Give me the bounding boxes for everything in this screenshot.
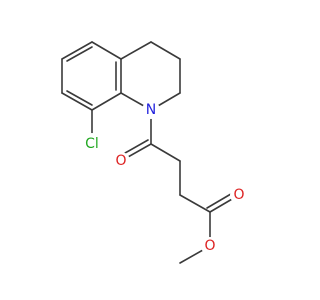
bond <box>179 194 211 213</box>
nitrogen-atom: N <box>142 101 160 119</box>
molecule-diagram: N Cl O O O <box>0 0 300 300</box>
bond <box>91 92 122 111</box>
background <box>0 0 300 300</box>
bond <box>61 92 93 111</box>
svg-text:O: O <box>115 153 126 169</box>
chlorine-atom: Cl <box>81 133 103 155</box>
ketone-oxygen-atom: O <box>112 152 130 170</box>
ester-oxygen-atom: O <box>201 237 219 255</box>
bond <box>150 143 181 162</box>
svg-text:Cl: Cl <box>85 136 99 152</box>
atom-labels: N Cl O O O <box>81 101 248 255</box>
svg-text:O: O <box>233 187 244 203</box>
bond <box>66 46 93 62</box>
svg-text:O: O <box>204 238 215 254</box>
carbonyl-oxygen-atom: O <box>230 186 248 204</box>
bond <box>61 41 93 60</box>
svg-text:N: N <box>146 102 156 118</box>
bond <box>150 41 181 60</box>
bond <box>91 41 122 60</box>
bond <box>120 41 152 60</box>
bond <box>66 90 93 106</box>
